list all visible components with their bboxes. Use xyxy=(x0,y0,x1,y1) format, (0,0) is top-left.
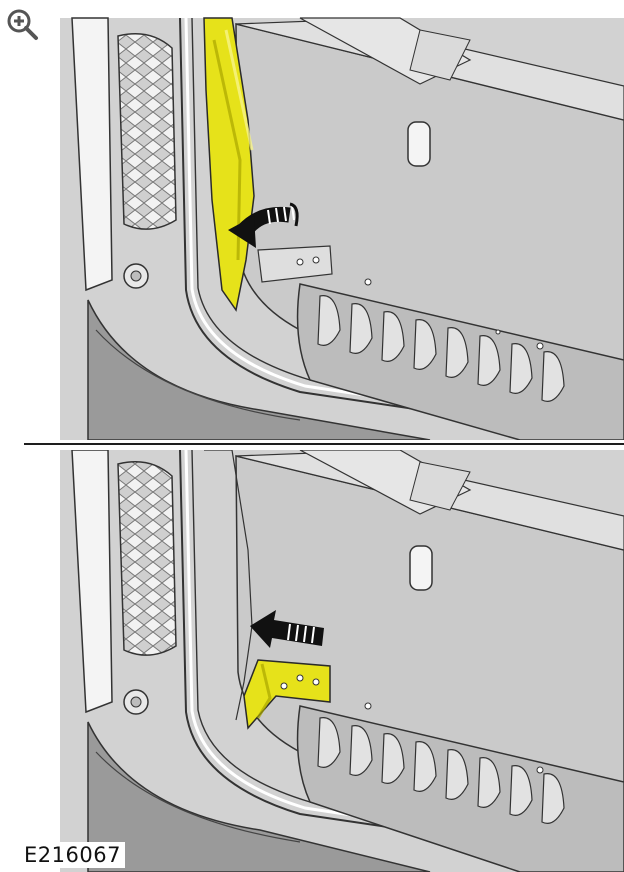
figure-id: E216067 xyxy=(24,842,125,868)
step-2-drawing xyxy=(60,450,624,872)
step-2-illustration xyxy=(0,450,624,872)
panel-divider xyxy=(24,443,624,445)
step-1-illustration xyxy=(60,17,624,440)
curved-arrow-icon xyxy=(228,202,299,248)
step-1-drawing xyxy=(60,17,624,440)
zoom-in-icon xyxy=(7,9,38,40)
zoom-in-button[interactable] xyxy=(6,8,40,42)
straight-arrow-icon xyxy=(250,610,324,648)
